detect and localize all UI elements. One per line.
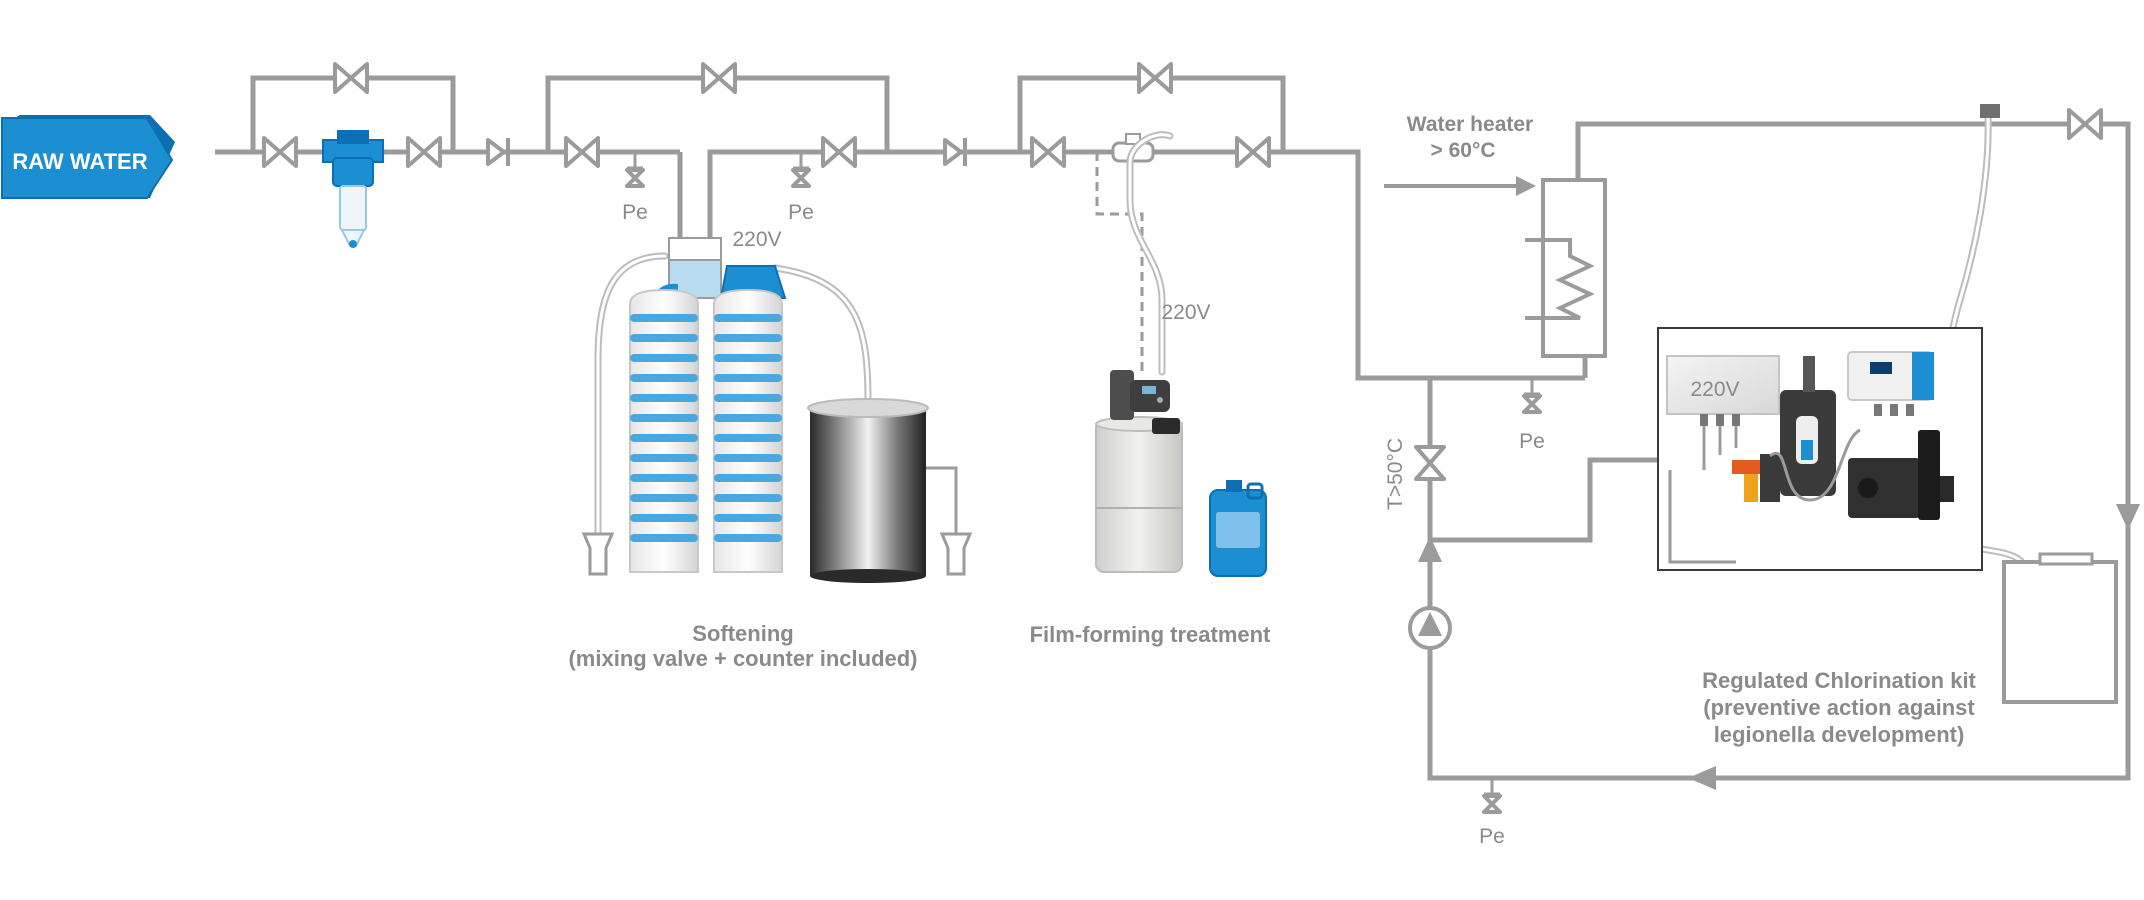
pe-label: Pe — [1519, 430, 1545, 453]
resin-stripes — [630, 314, 782, 542]
flow-arrow-down — [2116, 504, 2140, 530]
gate-valve-vertical[interactable] — [1414, 445, 1446, 481]
film-forming-voltage-label: 220V — [1161, 301, 1210, 324]
gate-valve[interactable] — [1137, 62, 1173, 94]
softener-voltage-label: 220V — [732, 228, 781, 251]
gate-valve[interactable] — [821, 136, 857, 168]
pe-label: Pe — [622, 201, 648, 224]
gate-valve[interactable] — [564, 136, 600, 168]
gate-valve[interactable] — [1235, 136, 1271, 168]
sample-point[interactable] — [1482, 778, 1502, 814]
gate-valve[interactable] — [333, 62, 369, 94]
sample-point[interactable] — [625, 152, 645, 188]
pe-label: Pe — [788, 201, 814, 224]
flow-arrow-up — [1418, 536, 1442, 562]
gate-valve[interactable] — [406, 136, 442, 168]
softening-caption: Softening — [692, 621, 793, 646]
sample-point[interactable] — [791, 152, 811, 188]
return-temperature-label: T>50°C — [1384, 438, 1407, 510]
pre-filter — [322, 130, 384, 248]
sample-point[interactable] — [1522, 378, 1542, 414]
gate-valve[interactable] — [2067, 108, 2103, 140]
softening-subcaption: (mixing valve + counter included) — [568, 646, 917, 671]
check-valve — [486, 138, 510, 166]
gate-valve[interactable] — [262, 136, 298, 168]
chlorination-subcaption-2: legionella development) — [1714, 722, 1965, 747]
raw-water-label: RAW WATER — [12, 149, 147, 174]
chlorination-subcaption-1: (preventive action against — [1703, 695, 1975, 720]
water-heater-label: Water heater — [1407, 113, 1533, 136]
circulation-pump[interactable] — [1408, 606, 1452, 650]
check-valve — [943, 138, 967, 166]
film-forming-caption: Film-forming treatment — [1030, 622, 1271, 647]
water-heater-temp-label: > 60°C — [1430, 139, 1495, 162]
chlorination-voltage-label: 220V — [1690, 378, 1739, 401]
gate-valve[interactable] — [1030, 136, 1066, 168]
softener-unit — [581, 237, 973, 583]
gate-valve[interactable] — [701, 62, 737, 94]
raw-water-inlet: RAW WATER — [1, 115, 175, 199]
film-forming-unit — [1095, 131, 1267, 577]
chlorination-panel — [1657, 104, 2118, 704]
flow-arrow-left — [1688, 766, 1716, 790]
water-heater — [1384, 176, 1607, 358]
pe-label: Pe — [1479, 825, 1505, 848]
chlorination-caption: Regulated Chlorination kit — [1702, 668, 1976, 693]
